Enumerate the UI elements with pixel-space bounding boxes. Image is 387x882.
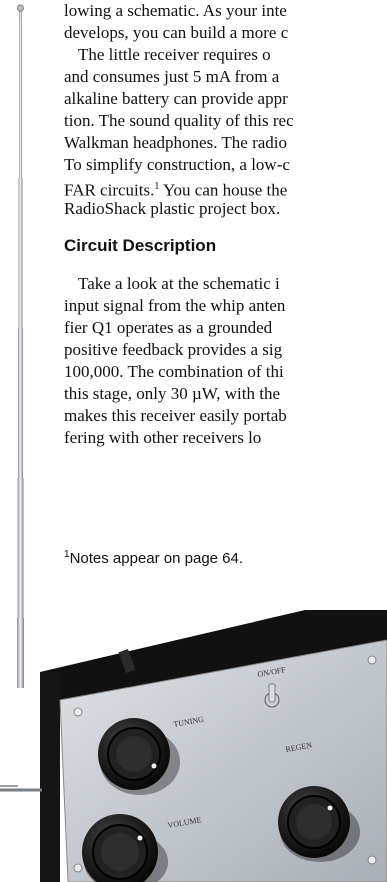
on-off-switch	[264, 683, 280, 708]
front-panel: TUNING ON/OFF REGEN VOLUME	[59, 639, 387, 882]
text-line: fering with other receivers lo	[64, 428, 262, 447]
section-heading: Circuit Description	[64, 236, 217, 255]
footnote: 1Notes appear on page 64.	[64, 549, 243, 567]
volume-knob	[82, 814, 168, 882]
text-line: Walkman headphones. The radio	[64, 133, 288, 152]
text-line: 100,000. The combination of thi	[64, 362, 284, 381]
footnote-ref: 1	[154, 181, 160, 192]
text-line: To simplify construction, a low-c	[64, 155, 290, 174]
text-line: alkaline battery can provide appr	[64, 89, 288, 108]
volume-label: VOLUME	[167, 815, 202, 830]
text-line: fier Q1 operates as a grounded	[64, 318, 273, 337]
article-paragraph-1: lowing a schematic. As your inte develop…	[64, 0, 387, 220]
project-box	[0, 610, 387, 882]
text-line: Take a look at the schematic i	[78, 274, 280, 293]
text-line: develops, you can build a more c	[64, 23, 289, 42]
text-line: and consumes just 5 mA from a	[64, 67, 280, 86]
regen-label: REGEN	[285, 740, 313, 754]
text-line: this stage, only 30 µW, with the	[64, 384, 280, 403]
rear-switch	[118, 648, 136, 674]
text-line: The little receiver requires o	[78, 45, 271, 64]
text-fragment: You can house the	[162, 180, 288, 200]
on-off-label: ON/OFF	[257, 665, 287, 679]
text-line: positive feedback provides a sig	[64, 340, 283, 359]
text-fragment: FAR circuits.	[64, 180, 155, 200]
tuning-knob	[98, 718, 180, 795]
article-paragraph-2: Take a look at the schematic i input sig…	[64, 273, 387, 449]
text-line: tion. The sound quality of this rec	[64, 111, 294, 130]
regen-knob	[278, 786, 360, 862]
text-line: input signal from the whip anten	[64, 296, 286, 315]
text-line: RadioShack plastic project box.	[64, 199, 281, 218]
text-line: makes this receiver easily portab	[64, 406, 287, 425]
whip-antenna	[16, 4, 24, 688]
footnote-mark: 1	[64, 549, 70, 560]
text-line: FAR circuits.1 You can house the	[64, 176, 387, 200]
footnote-text: Notes appear on page 64.	[69, 550, 244, 567]
text-line: lowing a schematic. As your inte	[64, 1, 287, 20]
tuning-label: TUNING	[173, 715, 205, 729]
